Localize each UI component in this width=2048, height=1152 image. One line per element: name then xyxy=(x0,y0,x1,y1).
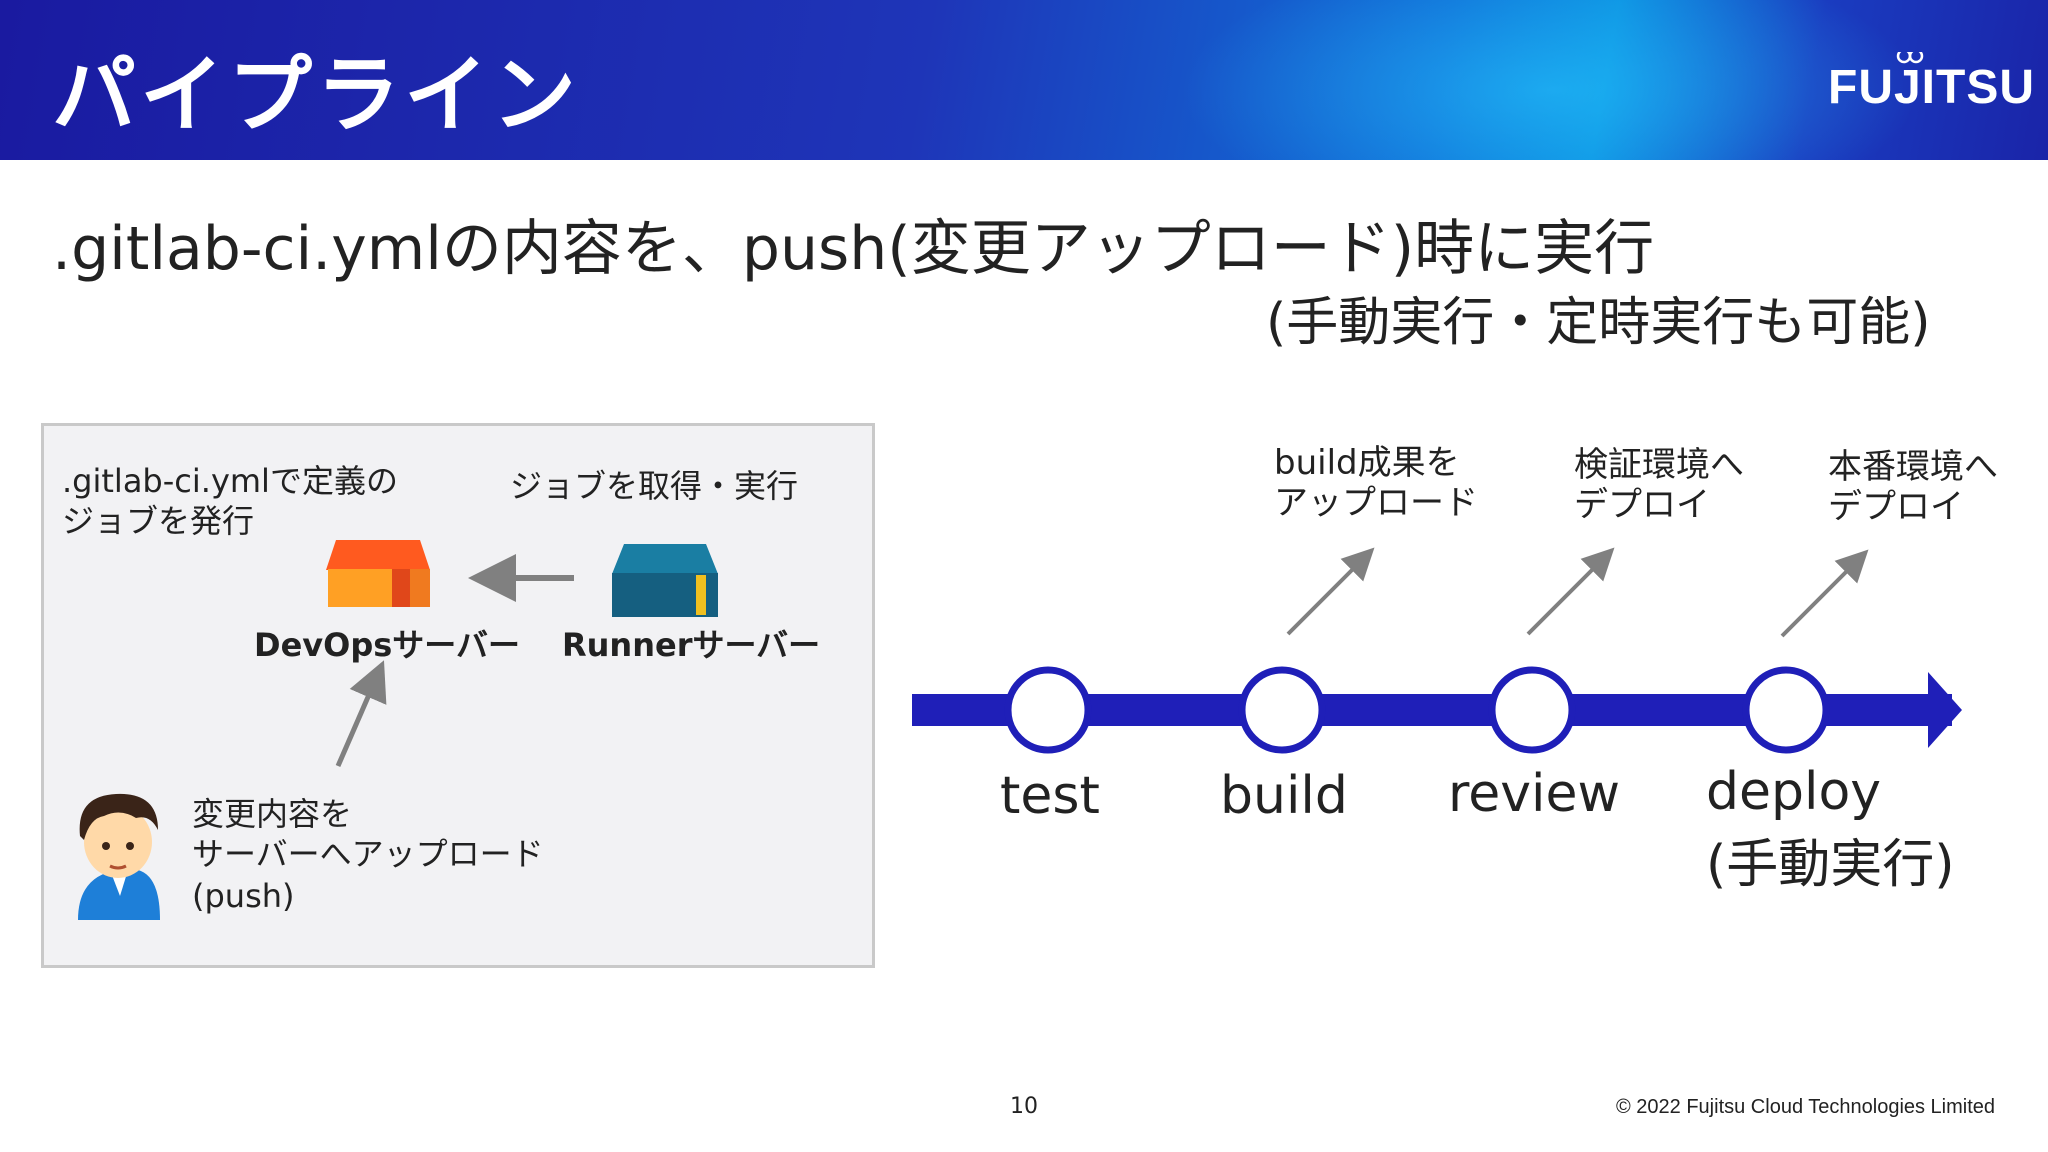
runner-server-label: Runnerサーバー xyxy=(562,626,821,664)
stage-node-review xyxy=(1488,666,1576,754)
header-bar: パイプライン FUJITSU xyxy=(0,0,2048,160)
header-swoosh xyxy=(1150,0,1950,160)
workflow-panel xyxy=(41,423,875,968)
user-person-icon xyxy=(78,793,160,920)
annotation-deploy-line2: デプロイ xyxy=(1828,487,1964,527)
annotation-review-line2: デプロイ xyxy=(1574,485,1710,525)
deploy-annotation-arrow xyxy=(1780,549,1869,638)
stage-node-test xyxy=(1004,666,1092,754)
annotation-build-line2: アップロード xyxy=(1274,483,1478,523)
annotation-build-line1: build成果を xyxy=(1274,443,1460,483)
push-arrow xyxy=(335,660,387,767)
slide-subnote: (手動実行・定時実行も可能) xyxy=(1266,293,1931,353)
review-annotation-arrow xyxy=(1526,547,1615,636)
stage-node-build xyxy=(1238,666,1326,754)
annotation-deploy-line1: 本番環境へ xyxy=(1828,447,1998,487)
stage-node-deploy xyxy=(1742,666,1830,754)
stage-label-build: build xyxy=(1220,766,1348,826)
push-text-line2: サーバーへアップロード xyxy=(192,835,544,873)
push-text-line1: 変更内容を xyxy=(192,795,353,833)
issue-text-line1: .gitlab-ci.ymlで定義の xyxy=(62,462,398,500)
devops-server-label: DevOpsサーバー xyxy=(254,626,520,664)
build-annotation-arrow xyxy=(1286,547,1375,636)
copyright-notice: © 2022 Fujitsu Cloud Technologies Limite… xyxy=(1616,1096,1996,1118)
devops-server-icon xyxy=(326,540,430,607)
runner-server-icon xyxy=(612,544,718,617)
stage-label-test: test xyxy=(1000,766,1100,826)
page-number: 10 xyxy=(1010,1094,1038,1119)
issue-text-line2: ジョブを発行 xyxy=(62,502,255,540)
fetch-label: ジョブを取得・実行 xyxy=(510,467,799,505)
fujitsu-logo: FUJITSU xyxy=(1828,52,2034,128)
stage-note-deploy: (手動実行) xyxy=(1706,835,1955,895)
push-text-line3: (push) xyxy=(192,877,295,915)
slide-title: パイプライン xyxy=(52,46,581,144)
annotation-review-line1: 検証環境へ xyxy=(1574,445,1744,485)
stage-label-deploy: deploy xyxy=(1706,762,1882,822)
logo-text: FUJITSU xyxy=(1828,61,2036,114)
infinity-mark-icon xyxy=(1896,52,1924,64)
stage-label-review: review xyxy=(1448,764,1620,824)
slide-subtitle: .gitlab-ci.ymlの内容を、push(変更アップロード)時に実行 xyxy=(52,214,1655,284)
